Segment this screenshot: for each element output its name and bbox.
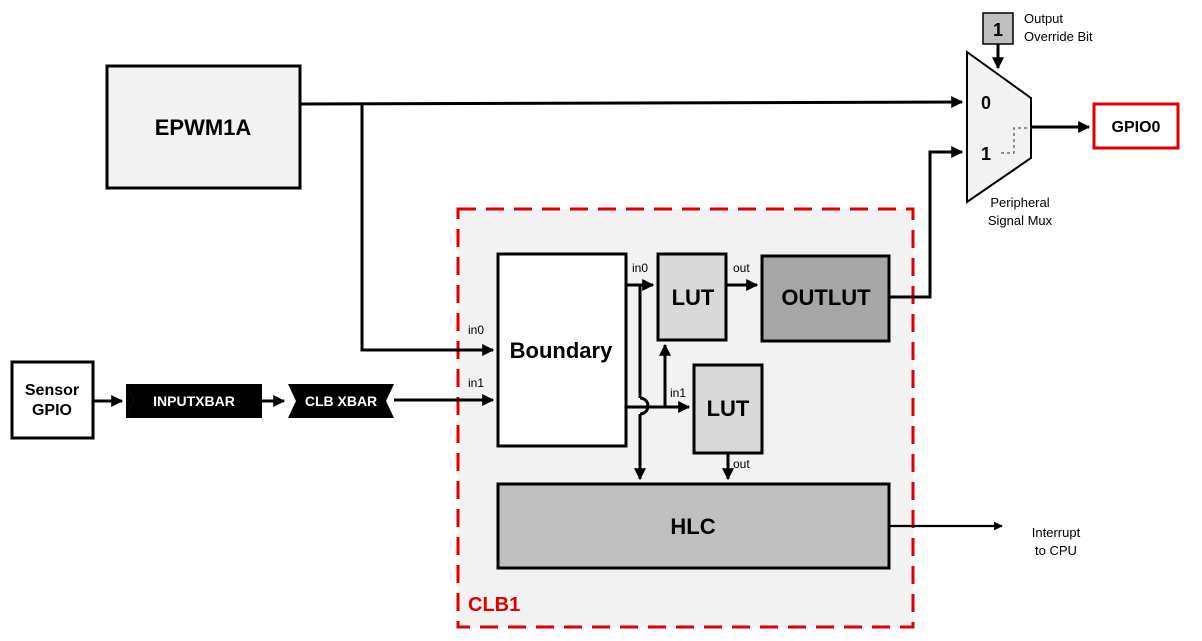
override-bit-value: 1 <box>993 20 1003 40</box>
lut-top-label: LUT <box>672 285 715 310</box>
clb-xbar-label: CLB XBAR <box>305 393 377 409</box>
clb-label: CLB1 <box>468 594 520 616</box>
outlut-label: OUTLUT <box>781 285 871 310</box>
sensor-gpio-label-line1: Sensor <box>25 382 79 399</box>
sensor-gpio-label-line2: GPIO <box>32 402 72 419</box>
mux-input-0-label: 0 <box>981 93 991 113</box>
peripheral-signal-mux <box>966 50 1032 204</box>
mux-input-1-label: 1 <box>981 144 991 164</box>
boundary-label: Boundary <box>510 338 613 363</box>
mux-selected-path <box>1001 127 1031 154</box>
gpio0-block <box>1092 102 1180 150</box>
override-label-line2: Override Bit <box>1024 29 1093 44</box>
override-bit-box <box>982 12 1014 45</box>
lut-top-block <box>656 252 728 342</box>
wire-outlut-to-mux1 <box>889 146 964 299</box>
epwm1a-label: EPWM1A <box>155 115 252 140</box>
lut-top-out-label: out <box>733 261 750 275</box>
mux-label-line1: Peripheral <box>990 195 1049 210</box>
lut-bottom-out-label: out <box>733 457 750 471</box>
boundary-in0-label: in0 <box>468 323 484 337</box>
mux-label-line2: Signal Mux <box>988 213 1053 228</box>
inputxbar-label: INPUTXBAR <box>153 393 235 409</box>
boundary-block <box>496 252 628 448</box>
wire-epwm-to-boundary-in0 <box>360 104 495 356</box>
wire-epwm-to-mux0 <box>299 96 964 109</box>
interrupt-label-line1: Interrupt <box>1032 525 1081 540</box>
epwm1a-block <box>105 64 302 190</box>
sensor-gpio-block <box>10 360 95 440</box>
lut-bottom-block <box>692 363 764 455</box>
override-label-line1: Output <box>1024 11 1063 26</box>
lut-top-in0-label: in0 <box>632 261 648 275</box>
clb-xbar-block <box>288 384 394 418</box>
interrupt-label-line2: to CPU <box>1035 543 1077 558</box>
lut-bottom-label: LUT <box>707 396 750 421</box>
lut-bottom-in1-label: in1 <box>670 386 686 400</box>
wires <box>93 44 1091 531</box>
hlc-label: HLC <box>670 514 715 539</box>
boundary-in1-label: in1 <box>468 376 484 390</box>
gpio0-label: GPIO0 <box>1112 119 1161 136</box>
